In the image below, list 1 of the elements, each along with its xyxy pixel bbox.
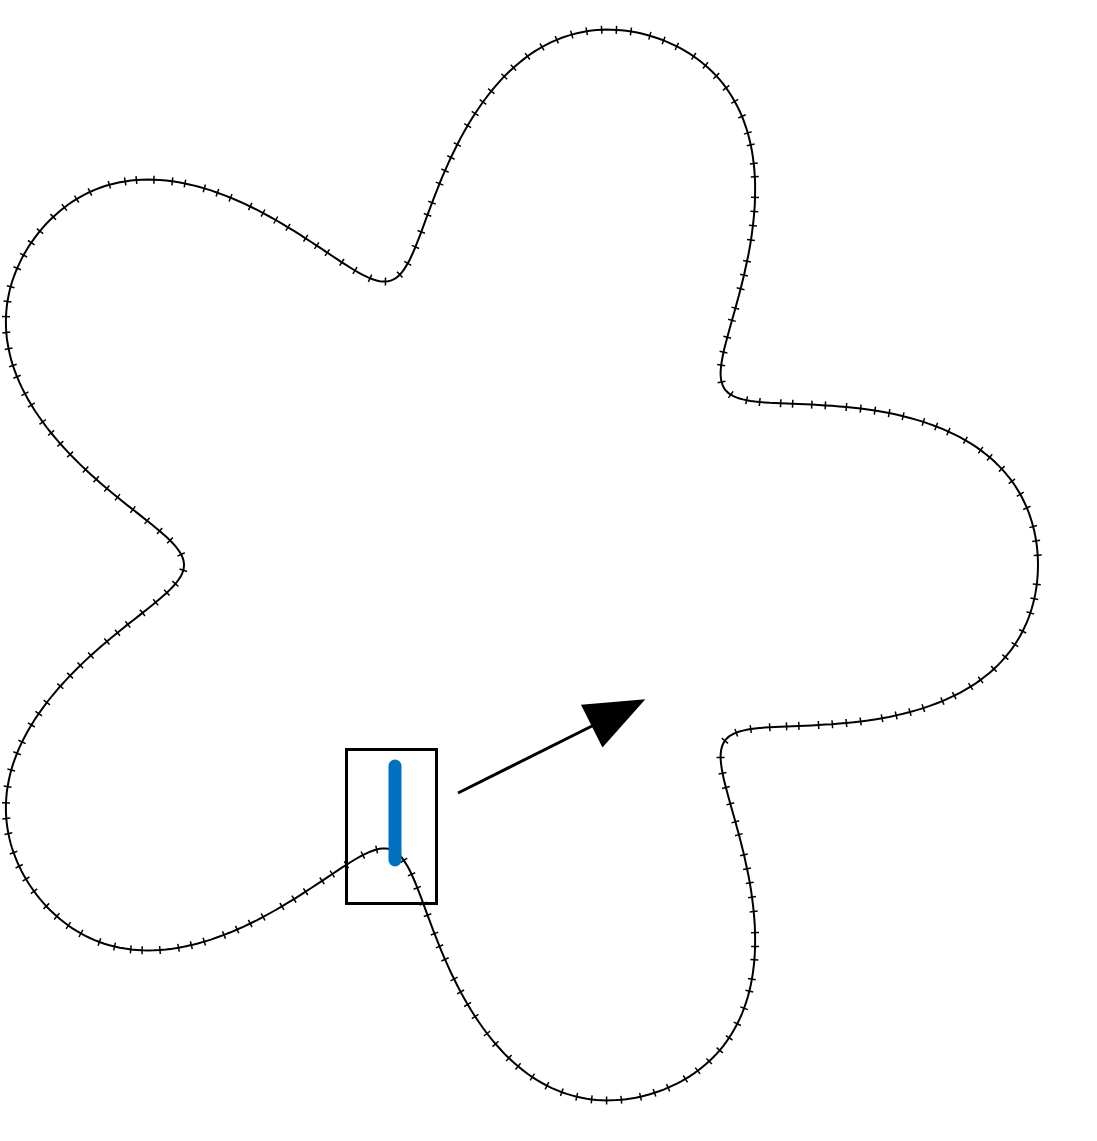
inset-box — [345, 748, 438, 905]
